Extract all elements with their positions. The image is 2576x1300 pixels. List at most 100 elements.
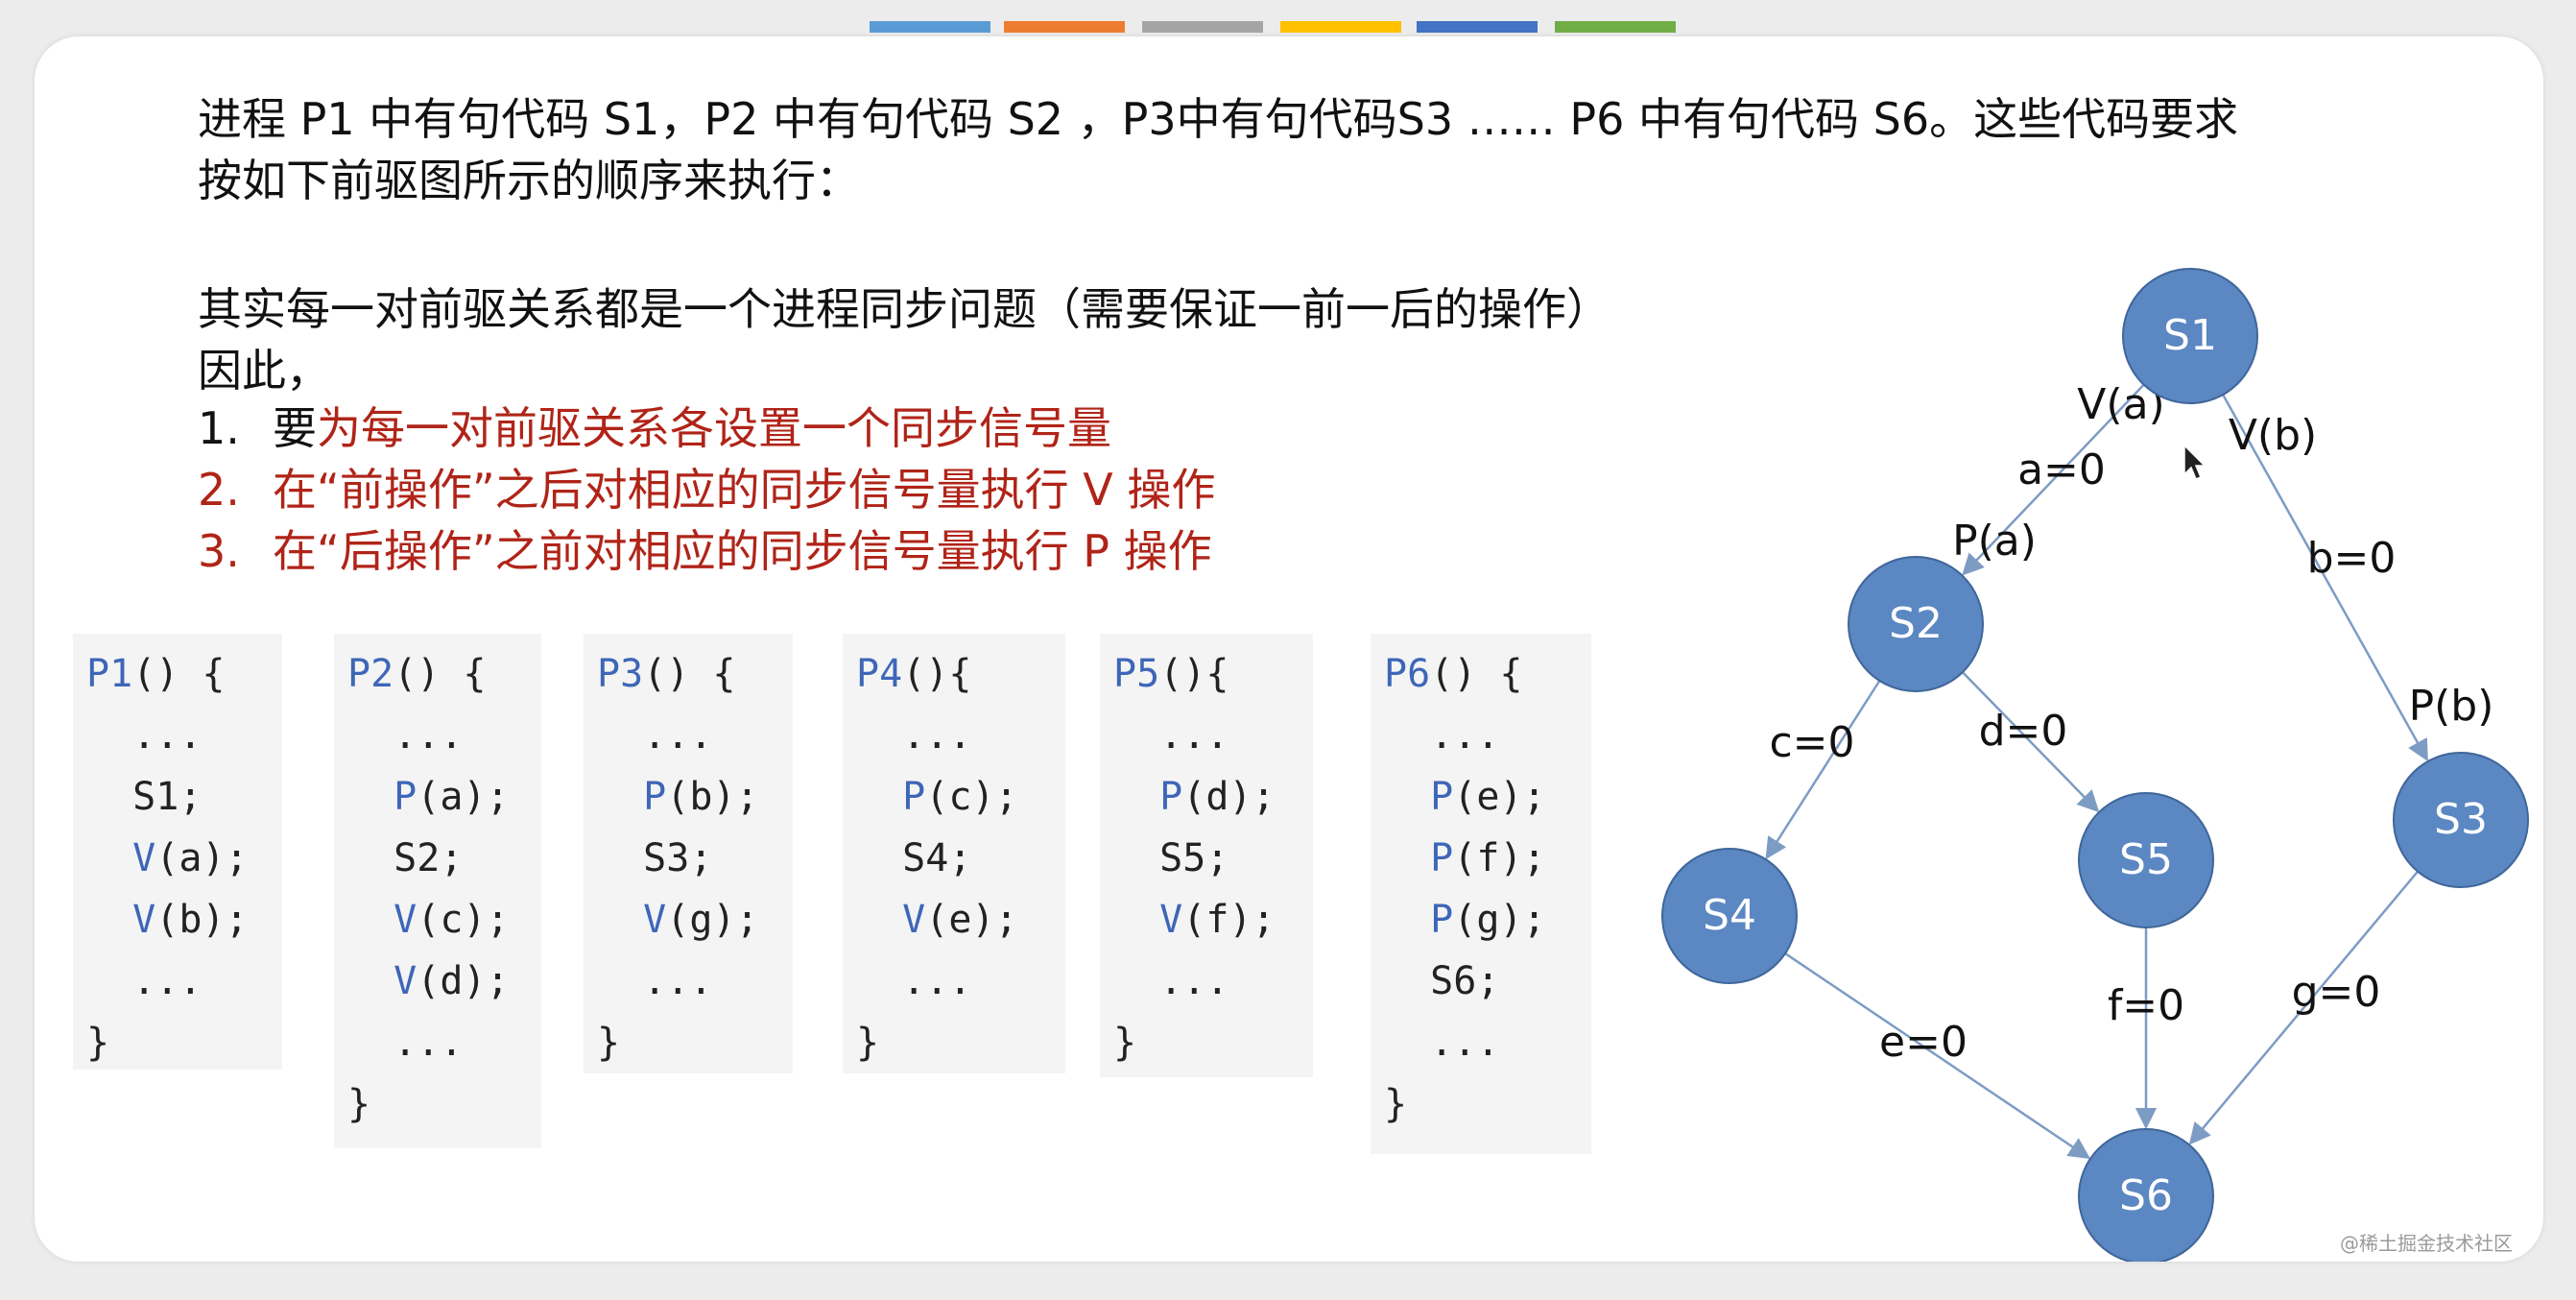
code-line: ... [1113, 951, 1313, 1012]
edge-s3-s6 [2188, 870, 2420, 1145]
code-close-brace: } [856, 1021, 880, 1065]
code-text: ... [643, 959, 713, 1003]
code-close-brace: } [597, 1021, 621, 1065]
code-line: P(g); [1384, 889, 1591, 951]
node-label: S1 [2163, 311, 2217, 360]
code-line: ... [597, 951, 793, 1012]
code-block-p6: P6() { ... P(e); P(f); P(g); S6; ...} [1371, 634, 1591, 1154]
code-text: (d); [1182, 775, 1276, 819]
function-signature: () { [643, 652, 736, 696]
node-s2 [1848, 556, 1984, 692]
step-3: 3. 在“后操作”之前对相应的同步信号量执行 P 操作 [198, 522, 1212, 580]
code-text: ... [394, 713, 464, 758]
edge-label: b=0 [2307, 534, 2397, 583]
code-line: ... [597, 705, 793, 766]
code-line: P(b); [597, 766, 793, 828]
theme-color-bar [1280, 21, 1401, 33]
code-op: P [1430, 898, 1454, 942]
code-block-p1: P1() { ... S1; V(a); V(b); ...} [73, 634, 282, 1070]
code-text: (b); [666, 775, 759, 819]
code-text: (d); [417, 959, 510, 1003]
code-op: V [1159, 898, 1183, 942]
function-signature: () { [132, 652, 226, 696]
code-text: ... [1430, 1021, 1500, 1065]
code-header: P5(){ [1113, 643, 1313, 705]
code-op: P [902, 775, 926, 819]
code-text: ... [1430, 713, 1500, 758]
edge-s2-s5 [1961, 671, 2100, 813]
function-name: P6 [1384, 652, 1431, 696]
edge-label: c=0 [1769, 718, 1854, 767]
node-label: S3 [2434, 795, 2488, 844]
code-text: (g); [666, 898, 759, 942]
node-s6 [2078, 1128, 2214, 1262]
code-text: (g); [1453, 898, 1546, 942]
code-line: ... [1384, 705, 1591, 766]
code-text: S2; [394, 836, 464, 880]
node-s1 [2122, 268, 2258, 404]
step-2: 2.在“前操作”之后对相应的同步信号量执行 V 操作 [198, 461, 1215, 518]
node-label: S4 [1703, 891, 1756, 940]
code-op: V [902, 898, 926, 942]
code-header: P2() { [347, 643, 541, 705]
edge-label: V(b) [2229, 411, 2317, 460]
code-header: P6() { [1384, 643, 1591, 705]
step-1-text: 为每一对前驱关系各设置一个同步信号量 [317, 402, 1111, 454]
code-line: ... [1384, 1012, 1591, 1073]
code-op: P [394, 775, 417, 819]
code-text: (a); [155, 836, 249, 880]
code-line: S6; [1384, 951, 1591, 1012]
step-1-number: 1. [198, 402, 240, 454]
code-text: ... [132, 713, 203, 758]
step-3-text: 在“后操作”之前对相应的同步信号量执行 P 操作 [273, 525, 1212, 577]
code-block-p3: P3() { ... P(b); S3; V(g); ...} [584, 634, 793, 1073]
function-signature: () { [1430, 652, 1523, 696]
code-line: P(c); [856, 766, 1065, 828]
code-text: (c); [417, 898, 510, 942]
code-line: V(f); [1113, 889, 1313, 951]
code-op: V [394, 959, 417, 1003]
intro-line-1: 进程 P1 中有句代码 S1，P2 中有句代码 S2 ，P3中有句代码S3 ……… [198, 93, 2239, 145]
code-text: (f); [1453, 836, 1546, 880]
code-close-brace: } [347, 1082, 371, 1126]
node-s4 [1661, 848, 1798, 984]
step-3-number: 3. [198, 525, 240, 577]
function-signature: () { [394, 652, 487, 696]
edge-label: P(b) [2409, 682, 2494, 731]
edge-label: d=0 [1979, 707, 2068, 756]
code-block-p4: P4(){ ... P(c); S4; V(e); ...} [843, 634, 1065, 1073]
code-op: V [643, 898, 667, 942]
code-text: ... [643, 713, 713, 758]
code-line: V(a); [86, 828, 282, 889]
code-line: S1; [86, 766, 282, 828]
node-label: S2 [1889, 599, 1943, 648]
code-line: ... [86, 705, 282, 766]
code-line: V(c); [347, 889, 541, 951]
edge-label: P(a) [1952, 517, 2037, 566]
code-line: P(d); [1113, 766, 1313, 828]
code-line: ... [856, 951, 1065, 1012]
code-header: P3() { [597, 643, 793, 705]
code-line: ... [347, 705, 541, 766]
code-op: P [1159, 775, 1183, 819]
code-line: S4; [856, 828, 1065, 889]
theme-color-bar [870, 21, 990, 33]
function-name: P3 [597, 652, 644, 696]
watermark: @稀土掘金技术社区 [2340, 1232, 2513, 1255]
code-text: S6; [1430, 959, 1500, 1003]
code-text: ... [902, 713, 972, 758]
code-line: ... [1113, 705, 1313, 766]
code-line: ... [347, 1012, 541, 1073]
code-close-brace: } [1113, 1021, 1137, 1065]
edge-s4-s6 [1784, 952, 2091, 1160]
code-op: P [643, 775, 667, 819]
code-text: (c); [925, 775, 1018, 819]
code-text: S4; [902, 836, 972, 880]
code-header: P1() { [86, 643, 282, 705]
code-line: ... [86, 951, 282, 1012]
step-1: 1.要为每一对前驱关系各设置一个同步信号量 [198, 399, 1111, 457]
code-text: (e); [925, 898, 1018, 942]
function-name: P4 [856, 652, 903, 696]
step-2-number: 2. [198, 464, 240, 516]
